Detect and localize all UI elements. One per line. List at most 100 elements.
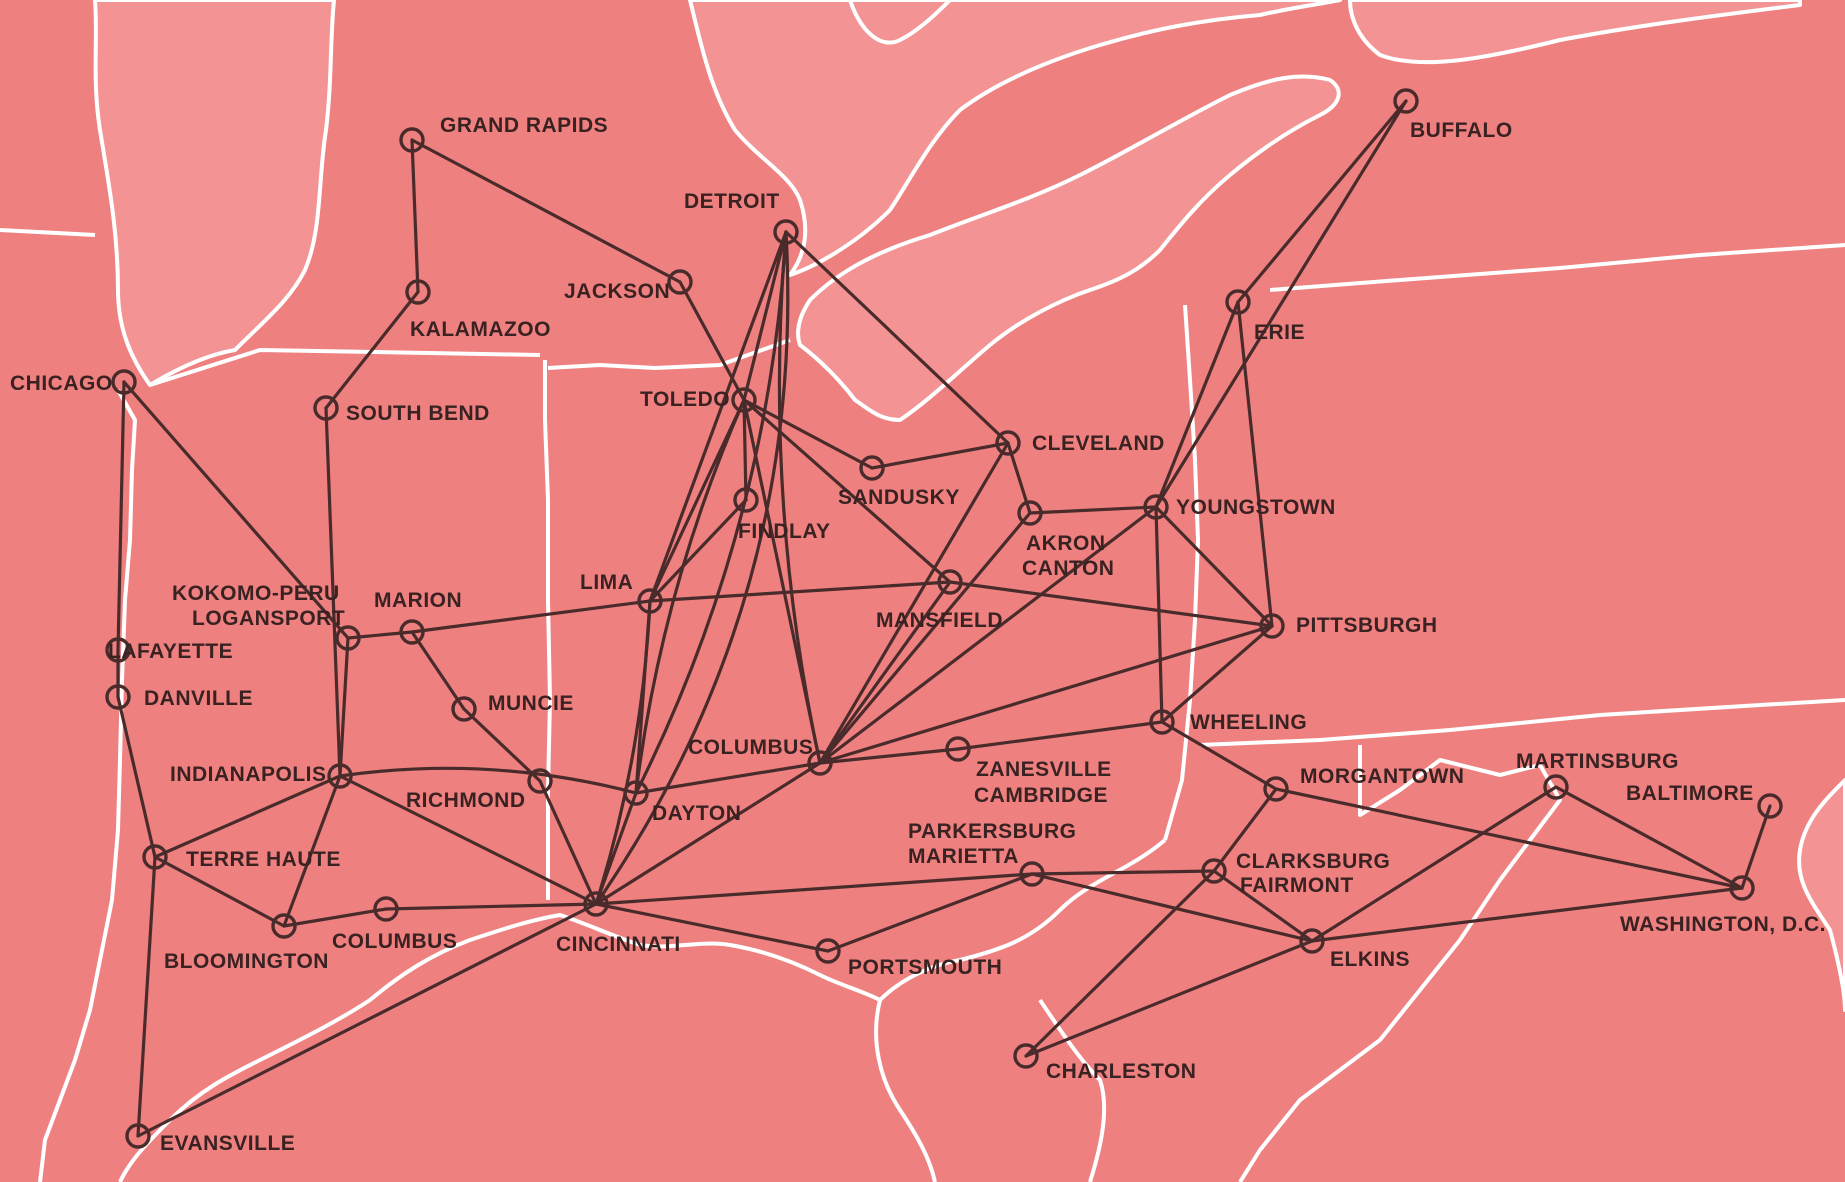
city-marker-danville[interactable] xyxy=(105,684,131,710)
city-marker-bloomington[interactable] xyxy=(271,913,297,939)
border-in-mi xyxy=(149,348,541,387)
city-marker-lima[interactable] xyxy=(637,588,663,614)
city-marker-kokomo-peru[interactable] xyxy=(335,625,361,651)
route-youngstown-buffalo xyxy=(1154,99,1408,509)
city-label-lima: LIMA xyxy=(580,571,633,594)
city-marker-youngstown[interactable] xyxy=(1143,494,1169,520)
city-label-martinsburg: MARTINSBURG xyxy=(1516,750,1679,773)
city-marker-mansfield[interactable] xyxy=(937,569,963,595)
city-marker-elkins[interactable] xyxy=(1299,928,1325,954)
city-marker-evansville[interactable] xyxy=(125,1123,151,1149)
city-marker-wheeling[interactable] xyxy=(1149,709,1175,735)
city-label-cambridge: CAMBRIDGE xyxy=(974,784,1108,807)
route-kokomo-peru-indianapolis xyxy=(338,636,350,778)
city-label-dayton: DAYTON xyxy=(652,802,741,825)
city-marker-martinsburg[interactable] xyxy=(1543,774,1569,800)
route-portsmouth-parkersburg xyxy=(826,872,1034,953)
route-erie-pittsburgh xyxy=(1236,300,1274,628)
route-clarksburg-charleston xyxy=(1024,869,1216,1058)
city-label-cincinnati: CINCINNATI xyxy=(556,933,681,956)
city-marker-indianapolis[interactable] xyxy=(327,763,353,789)
city-marker-jackson[interactable] xyxy=(667,269,693,295)
city-label-columbus-oh: COLUMBUS xyxy=(688,736,813,759)
city-marker-parkersburg[interactable] xyxy=(1019,861,1045,887)
route-danville-terre-haute xyxy=(116,695,157,859)
city-marker-detroit[interactable] xyxy=(773,219,799,245)
route-cincinnati-parkersburg xyxy=(594,872,1034,906)
city-label-elkins: ELKINS xyxy=(1330,948,1410,971)
city-marker-clarksburg[interactable] xyxy=(1201,858,1227,884)
route-detroit-cincinnati xyxy=(594,230,790,906)
city-marker-richmond[interactable] xyxy=(527,768,553,794)
city-marker-toledo[interactable] xyxy=(731,387,757,413)
city-label-jackson: JACKSON xyxy=(564,280,670,303)
city-label-clarksburg: CLARKSBURG xyxy=(1236,850,1390,873)
route-dayton-cincinnati xyxy=(594,791,638,906)
route-columbus-oh-youngstown xyxy=(818,505,1158,765)
city-marker-lafayette[interactable] xyxy=(105,637,131,663)
route-elkins-washington xyxy=(1310,886,1744,943)
route-chicago-kokomo-peru xyxy=(122,380,350,640)
city-marker-charleston[interactable] xyxy=(1013,1043,1039,1069)
city-marker-cincinnati[interactable] xyxy=(583,891,609,917)
route-bloomington-columbus-in xyxy=(282,907,388,928)
city-label-marietta: MARIETTA xyxy=(908,845,1019,868)
city-marker-washington[interactable] xyxy=(1729,875,1755,901)
route-lines xyxy=(116,99,1772,1138)
route-zanesville-wheeling xyxy=(956,720,1164,751)
city-marker-portsmouth[interactable] xyxy=(815,938,841,964)
route-indianapolis-dayton xyxy=(338,766,638,795)
city-marker-south-bend[interactable] xyxy=(313,395,339,421)
city-marker-pittsburgh[interactable] xyxy=(1259,613,1285,639)
city-marker-sandusky[interactable] xyxy=(859,455,885,481)
city-marker-cleveland[interactable] xyxy=(995,430,1021,456)
city-marker-chicago[interactable] xyxy=(111,369,137,395)
city-marker-marion[interactable] xyxy=(399,619,425,645)
city-label-mansfield: MANSFIELD xyxy=(876,609,1003,632)
city-marker-erie[interactable] xyxy=(1225,289,1251,315)
route-marion-muncie xyxy=(410,630,466,711)
route-columbus-oh-dayton xyxy=(634,761,822,795)
city-label-south-bend: SOUTH BEND xyxy=(346,402,490,425)
city-label-evansville: EVANSVILLE xyxy=(160,1132,295,1155)
route-mansfield-pittsburgh xyxy=(948,580,1274,628)
city-label-columbus-in: COLUMBUS xyxy=(332,930,457,953)
city-marker-zanesville[interactable] xyxy=(945,736,971,762)
route-cincinnati-portsmouth xyxy=(594,902,830,953)
city-marker-terre-haute[interactable] xyxy=(142,844,168,870)
city-marker-columbus-oh[interactable] xyxy=(807,750,833,776)
route-elkins-charleston xyxy=(1024,939,1314,1058)
city-label-parkersburg: PARKERSBURG xyxy=(908,820,1076,843)
city-marker-baltimore[interactable] xyxy=(1757,793,1783,819)
route-toledo-findlay xyxy=(742,398,748,502)
route-jackson-toledo xyxy=(678,280,746,402)
border-ohio-river xyxy=(118,838,1167,1182)
border-oh-pa xyxy=(1163,304,1200,841)
city-marker-muncie[interactable] xyxy=(451,696,477,722)
route-columbus-in-cincinnati xyxy=(384,902,598,911)
route-south-bend-indianapolis xyxy=(324,406,342,778)
route-grand-rapids-kalamazoo xyxy=(410,138,420,294)
city-label-richmond: RICHMOND xyxy=(406,789,526,812)
city-label-grand-rapids: GRAND RAPIDS xyxy=(440,114,608,137)
city-label-morgantown: MORGANTOWN xyxy=(1300,765,1464,788)
city-label-akron-canton: AKRON xyxy=(1026,532,1106,555)
city-label-charleston: CHARLESTON xyxy=(1046,1060,1196,1083)
city-marker-kalamazoo[interactable] xyxy=(405,279,431,305)
city-marker-morgantown[interactable] xyxy=(1263,776,1289,802)
city-marker-akron-canton[interactable] xyxy=(1017,500,1043,526)
route-indianapolis-terre-haute xyxy=(153,774,342,859)
route-baltimore-washington xyxy=(1740,804,1772,890)
city-marker-buffalo[interactable] xyxy=(1393,88,1419,114)
city-marker-findlay[interactable] xyxy=(733,487,759,513)
city-label-muncie: MUNCIE xyxy=(488,692,574,715)
route-erie-buffalo xyxy=(1236,99,1408,304)
city-marker-columbus-in[interactable] xyxy=(373,896,399,922)
route-mansfield-columbus-oh xyxy=(818,580,952,765)
city-label-youngstown: YOUNGSTOWN xyxy=(1176,496,1336,519)
city-marker-dayton[interactable] xyxy=(623,780,649,806)
city-marker-grand-rapids[interactable] xyxy=(399,127,425,153)
route-terre-haute-evansville xyxy=(136,855,157,1138)
lake-erie xyxy=(796,74,1341,422)
